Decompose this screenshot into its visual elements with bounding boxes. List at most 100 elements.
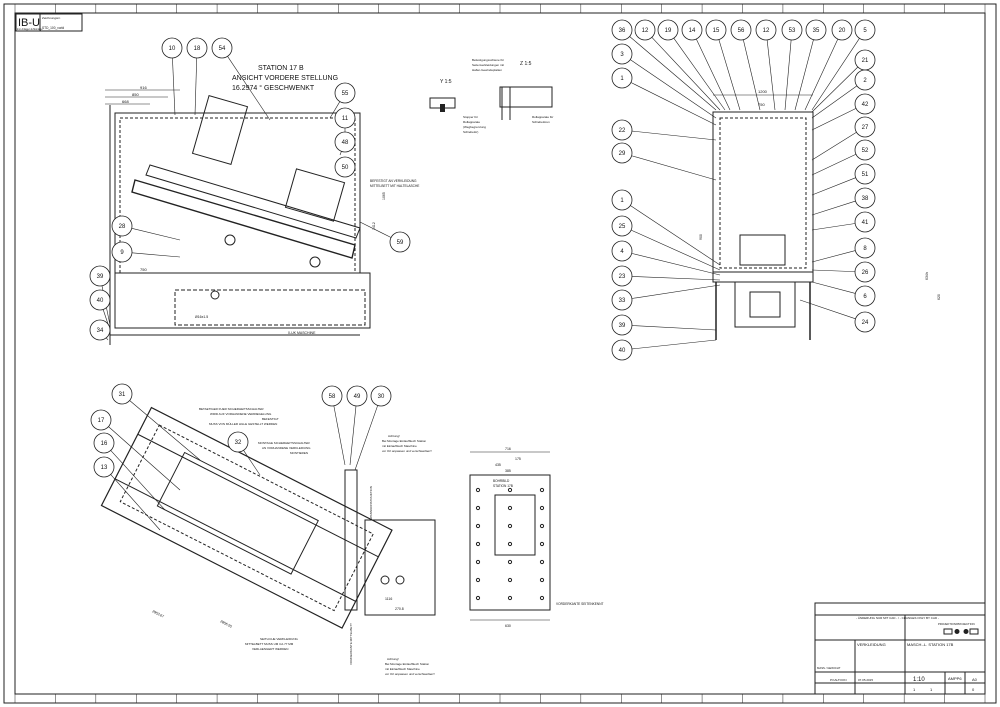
hole-mark (539, 487, 545, 493)
balloon-number: 24 (862, 320, 869, 326)
drawn-by: P.KALTOON (830, 678, 847, 682)
item-balloon: 52 (811, 139, 876, 176)
balloon-number: 16 (101, 441, 108, 447)
item-balloon: 12 (755, 19, 777, 111)
detail-y-title: Y 1:5 (440, 79, 452, 85)
dim-668: 668 (122, 99, 129, 104)
balloon-number: 12 (763, 28, 770, 34)
balloon-number: 8 (863, 246, 867, 252)
dim-1412: 1412 (372, 222, 376, 230)
hole-mark (475, 487, 481, 493)
hole-mark (507, 577, 513, 583)
item-balloon: 25 (611, 215, 721, 271)
item-balloon: 16 (93, 432, 166, 511)
hole-grid (475, 487, 545, 601)
balloon-leader (630, 205, 721, 266)
balloon-leader (630, 229, 721, 271)
hole-mark (475, 595, 481, 601)
hole-edge-label: VORDERKANTE SEITENKENNT (556, 602, 604, 606)
item-balloon: 39 (89, 265, 111, 326)
item-balloon: 20 (804, 19, 853, 111)
item-balloon: 8 (811, 237, 876, 263)
balloon-circle (854, 237, 876, 259)
top-dim-3: 1116 (385, 597, 392, 601)
balloon-leader (811, 281, 856, 294)
view-title-line1: STATION 17 B (258, 65, 304, 72)
balloon-leader (811, 153, 857, 176)
balloon-number: 32 (235, 440, 242, 446)
balloon-leader (696, 38, 731, 111)
hole-mark (539, 523, 545, 529)
balloon-leader (630, 59, 717, 119)
balloon-number: 22 (619, 128, 626, 134)
balloon-leader (129, 400, 201, 461)
balloon-leader (359, 221, 392, 238)
logo-box: IB-U Ind. Anlagen & Montage Zeichnungsnr… (15, 13, 83, 32)
revision: 0 (972, 687, 975, 692)
top-view: 2953.67 2856.55 BETAETIGER FUER SICHERHE… (100, 406, 436, 676)
item-balloon: 51 (811, 163, 876, 196)
label-clamp: SPANNKONSTRUKTION (369, 486, 373, 520)
item-balloon: 13 (93, 456, 161, 531)
balloon-leader (329, 101, 341, 119)
hole-mark (475, 541, 481, 547)
balloon-circle (227, 431, 249, 453)
hole-mark (475, 577, 481, 583)
balloon-circle (389, 231, 411, 253)
projection-symbol-icon (943, 628, 979, 635)
top-dim-1: 2953.67 (152, 609, 165, 618)
balloon-circle (634, 19, 656, 41)
balloon-circle (611, 189, 633, 211)
hole-mark (539, 541, 545, 547)
balloon-leader (354, 405, 378, 471)
note-attn1-2: Bei Montage Einlaufblech Station (382, 439, 427, 443)
balloon-number: 40 (619, 348, 626, 354)
hole-mark (539, 559, 545, 565)
balloon-circle (854, 116, 876, 138)
balloon-circle (681, 19, 703, 41)
balloon-number: 35 (813, 28, 820, 34)
item-balloon: 21 (811, 49, 876, 113)
item-balloon: 39 (611, 314, 717, 336)
hole-mark (507, 523, 513, 529)
balloon-number: 30 (378, 394, 385, 400)
balloon-circle (321, 385, 343, 407)
hole-dim-716: 716 (505, 447, 511, 451)
balloon-leader (673, 37, 726, 111)
note-switch-1: BETAETIGER FUER SICHERHEITSSCHALTER (199, 407, 264, 411)
balloon-circle (755, 19, 777, 41)
balloon-circle (611, 265, 633, 287)
balloon-circle (854, 285, 876, 307)
item-balloon: 27 (811, 116, 876, 161)
label-edge: VORDERKANTE MITTELBETT (349, 623, 353, 665)
hole-mark (475, 523, 481, 529)
note-mount-1: MONTAGE SICHERHEITSSCHALTER (258, 441, 311, 445)
balloon-number: 33 (619, 298, 626, 304)
side-dim-620: 620 (937, 294, 941, 300)
balloon-leader (651, 37, 721, 111)
side-dim-1200: 1200 (758, 89, 768, 94)
balloon-circle (611, 240, 633, 262)
dim-750: 750 (140, 267, 147, 272)
balloon-number: 27 (862, 125, 869, 131)
detail-y-note-1: Stopper für (463, 115, 478, 119)
balloon-number: 48 (342, 140, 349, 146)
balloon-leader (718, 39, 741, 111)
balloon-number: 54 (219, 46, 226, 52)
balloon-number: 42 (862, 102, 869, 108)
balloon-number: 5 (863, 28, 867, 34)
designation: VERKLEIDUNG (857, 642, 886, 647)
dim-1065: 1065 (382, 192, 386, 200)
balloon-circle (89, 319, 111, 341)
balloon-number: 59 (397, 240, 404, 246)
balloon-leader (799, 299, 856, 320)
balloon-circle (611, 215, 633, 237)
balloon-number: 52 (862, 148, 869, 154)
hole-title-1: BOHRBILD (493, 479, 510, 483)
view-title-line3: 16.2974 ° GESCHWENKT (232, 84, 315, 92)
balloon-number: 4 (620, 249, 624, 255)
item-balloon: 12 (634, 19, 721, 111)
balloon-circle (334, 131, 356, 153)
item-balloon: 53 (781, 19, 803, 111)
